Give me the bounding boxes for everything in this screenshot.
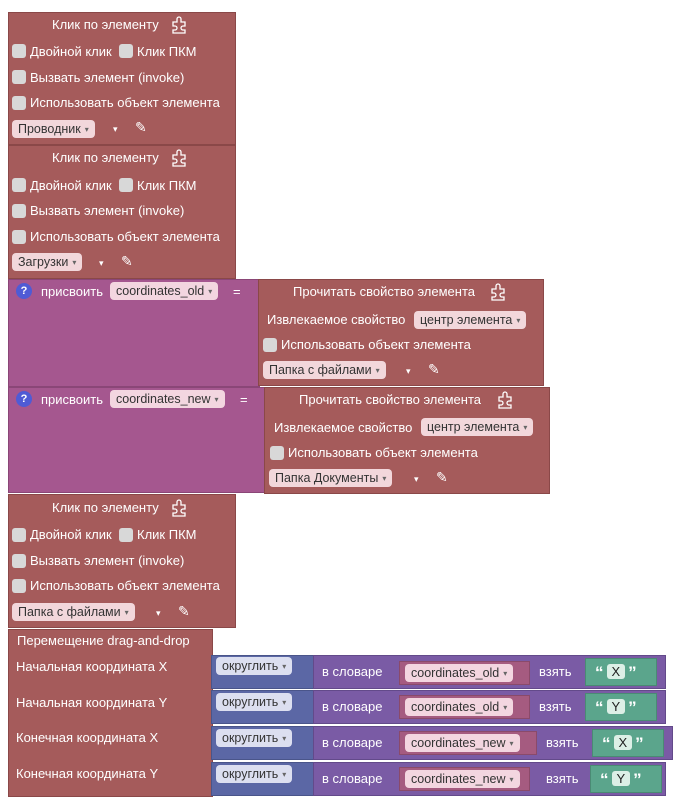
use-object-checkbox[interactable] xyxy=(12,230,26,244)
read-property-title: Прочитать свойство элемента xyxy=(293,284,475,299)
right-click-label: Клик ПКМ xyxy=(137,44,197,59)
element-dropdown[interactable]: Папка Документы▾ xyxy=(269,469,393,487)
invoke-label: Вызвать элемент (invoke) xyxy=(30,553,185,568)
property-dropdown[interactable]: центр элемента▾ xyxy=(414,311,527,329)
use-object-label: Использовать объект элемента xyxy=(281,337,471,352)
text-value: “X” xyxy=(602,734,644,753)
chevron-down-icon[interactable]: ▾ xyxy=(414,474,419,484)
use-object-label: Использовать объект элемента xyxy=(288,445,478,460)
use-object-label: Использовать объект элемента xyxy=(30,95,220,110)
variable-dropdown[interactable]: coordinates_new▾ xyxy=(110,390,225,408)
double-click-label: Двойной клик xyxy=(30,44,112,59)
double-click-label: Двойной клик xyxy=(30,178,112,193)
invoke-checkbox[interactable] xyxy=(12,554,26,568)
invoke-label: Вызвать элемент (invoke) xyxy=(30,70,185,85)
element-dropdown[interactable]: Папка с файлами▾ xyxy=(12,603,135,621)
puzzle-icon xyxy=(172,149,186,167)
chevron-down-icon[interactable]: ▾ xyxy=(99,258,104,268)
coordinate-label: Начальная координата X xyxy=(16,659,168,674)
assign-label: присвоить xyxy=(41,284,104,299)
round-dropdown[interactable]: округлить▾ xyxy=(216,729,293,747)
block-title: Клик по элементу xyxy=(52,500,159,515)
coordinate-label: Начальная координата Y xyxy=(16,695,168,710)
chevron-down-icon[interactable]: ▾ xyxy=(156,608,161,618)
puzzle-icon xyxy=(491,283,505,301)
take-label: взять xyxy=(546,735,579,750)
invoke-checkbox[interactable] xyxy=(12,70,26,84)
in-dict-label: в словаре xyxy=(322,699,383,714)
pencil-icon[interactable]: ✎ xyxy=(121,253,133,269)
use-object-label: Использовать объект элемента xyxy=(30,229,220,244)
double-click-checkbox[interactable] xyxy=(12,528,26,542)
text-value: “Y” xyxy=(600,770,642,789)
element-dropdown[interactable]: Проводник▾ xyxy=(12,120,95,138)
puzzle-icon xyxy=(498,391,512,409)
take-label: взять xyxy=(539,664,572,679)
round-dropdown[interactable]: округлить▾ xyxy=(216,693,293,711)
pencil-icon[interactable]: ✎ xyxy=(428,361,440,377)
text-value: “Y” xyxy=(595,698,637,717)
block-title: Клик по элементу xyxy=(52,150,159,165)
assign-label: присвоить xyxy=(41,392,104,407)
use-object-checkbox[interactable] xyxy=(270,446,284,460)
round-dropdown[interactable]: округлить▾ xyxy=(216,657,293,675)
use-object-checkbox[interactable] xyxy=(263,338,277,352)
element-dropdown[interactable]: Папка с файлами▾ xyxy=(263,361,386,379)
use-object-label: Использовать объект элемента xyxy=(30,578,220,593)
round-dropdown[interactable]: округлить▾ xyxy=(216,765,293,783)
coordinate-label: Конечная координата Y xyxy=(16,766,159,781)
element-dropdown[interactable]: Загрузки▾ xyxy=(12,253,83,271)
variable-dropdown[interactable]: coordinates_old▾ xyxy=(405,664,514,682)
equals-sign: = xyxy=(233,284,241,299)
in-dict-label: в словаре xyxy=(322,664,383,679)
puzzle-icon xyxy=(172,499,186,517)
right-click-checkbox[interactable] xyxy=(119,528,133,542)
double-click-checkbox[interactable] xyxy=(12,178,26,192)
use-object-checkbox[interactable] xyxy=(12,96,26,110)
invoke-checkbox[interactable] xyxy=(12,204,26,218)
right-click-label: Клик ПКМ xyxy=(137,527,197,542)
equals-sign: = xyxy=(240,392,248,407)
double-click-label: Двойной клик xyxy=(30,527,112,542)
property-dropdown[interactable]: центр элемента▾ xyxy=(421,418,534,436)
right-click-checkbox[interactable] xyxy=(119,178,133,192)
block-title: Клик по элементу xyxy=(52,17,159,32)
variable-dropdown[interactable]: coordinates_old▾ xyxy=(405,698,514,716)
take-label: взять xyxy=(539,699,572,714)
help-icon[interactable]: ? xyxy=(16,391,32,407)
pencil-icon[interactable]: ✎ xyxy=(436,469,448,485)
drag-and-drop-block[interactable] xyxy=(8,629,213,797)
chevron-down-icon[interactable]: ▾ xyxy=(113,124,118,134)
take-label: взять xyxy=(546,771,579,786)
right-click-checkbox[interactable] xyxy=(119,44,133,58)
text-value: “X” xyxy=(595,663,637,682)
right-click-label: Клик ПКМ xyxy=(137,178,197,193)
variable-dropdown[interactable]: coordinates_new▾ xyxy=(405,734,520,752)
property-label: Извлекаемое свойство xyxy=(274,420,413,435)
double-click-checkbox[interactable] xyxy=(12,44,26,58)
property-label: Извлекаемое свойство xyxy=(267,312,406,327)
invoke-label: Вызвать элемент (invoke) xyxy=(30,203,185,218)
in-dict-label: в словаре xyxy=(322,735,383,750)
chevron-down-icon[interactable]: ▾ xyxy=(406,366,411,376)
pencil-icon[interactable]: ✎ xyxy=(178,603,190,619)
help-icon[interactable]: ? xyxy=(16,283,32,299)
read-property-title: Прочитать свойство элемента xyxy=(299,392,481,407)
variable-dropdown[interactable]: coordinates_old▾ xyxy=(110,282,219,300)
coordinate-label: Конечная координата X xyxy=(16,730,159,745)
in-dict-label: в словаре xyxy=(322,771,383,786)
variable-dropdown[interactable]: coordinates_new▾ xyxy=(405,770,520,788)
drag-and-drop-title: Перемещение drag-and-drop xyxy=(17,633,190,648)
use-object-checkbox[interactable] xyxy=(12,579,26,593)
puzzle-icon xyxy=(172,16,186,34)
pencil-icon[interactable]: ✎ xyxy=(135,119,147,135)
